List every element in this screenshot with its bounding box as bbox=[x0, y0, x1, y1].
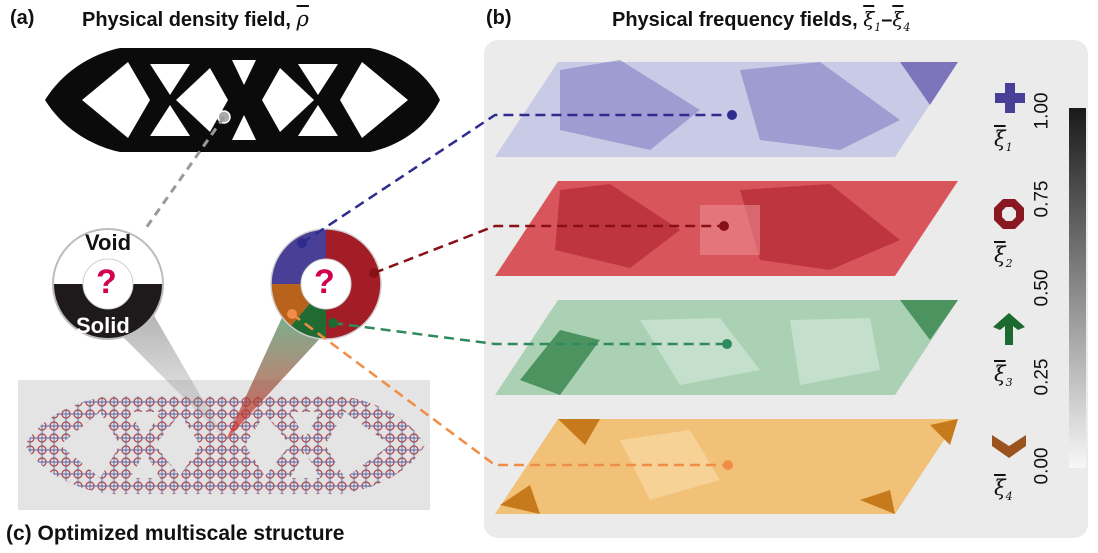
chevron-down-icon bbox=[992, 435, 1026, 458]
field-label-2: ξ2 bbox=[994, 243, 1013, 271]
void-solid-circle bbox=[52, 228, 164, 340]
octagon-ring-icon bbox=[994, 199, 1024, 229]
void-label: Void bbox=[85, 230, 132, 255]
panel-a-tag: (a) bbox=[10, 7, 35, 29]
frequency-question-mark: ? bbox=[314, 263, 335, 301]
connector-line-4 bbox=[291, 312, 728, 467]
colorbar-tick-0: 0.00 bbox=[1031, 447, 1053, 485]
colorbar-tick-2: 0.50 bbox=[1031, 269, 1053, 307]
panel-a-title: Physical density field, ρ bbox=[82, 7, 309, 31]
panel-b-background bbox=[484, 40, 1088, 538]
field-label-4: ξ4 bbox=[994, 476, 1013, 504]
frequency-circle bbox=[270, 228, 382, 340]
multiscale-structure-image bbox=[25, 396, 425, 494]
density-probe-line bbox=[144, 116, 226, 229]
connector-line-1 bbox=[301, 113, 732, 245]
colorbar-tick-4: 1.00 bbox=[1031, 92, 1053, 130]
colorbar-tick-3: 0.75 bbox=[1031, 180, 1053, 218]
panel-b-tag: (b) bbox=[486, 7, 512, 29]
field-label-1: ξ1 bbox=[994, 127, 1013, 155]
colorbar bbox=[1069, 108, 1086, 468]
plus-icon bbox=[995, 83, 1025, 113]
arrow-up-icon bbox=[993, 313, 1025, 345]
frequency-field-1 bbox=[495, 60, 958, 157]
connector-line-2 bbox=[373, 224, 724, 275]
field-label-3: ξ3 bbox=[994, 362, 1013, 390]
density-field-image bbox=[45, 48, 440, 152]
frequency-field-2 bbox=[495, 181, 958, 276]
panel-b-title: Physical frequency fields, ξ1–ξ4 bbox=[612, 7, 911, 34]
void-solid-question-mark: ? bbox=[96, 263, 117, 301]
solid-label: Solid bbox=[76, 313, 130, 338]
connector-line-3 bbox=[332, 321, 727, 346]
colorbar-tick-1: 0.25 bbox=[1031, 358, 1053, 396]
panel-c-label: (c) Optimized multiscale structure bbox=[6, 522, 345, 545]
